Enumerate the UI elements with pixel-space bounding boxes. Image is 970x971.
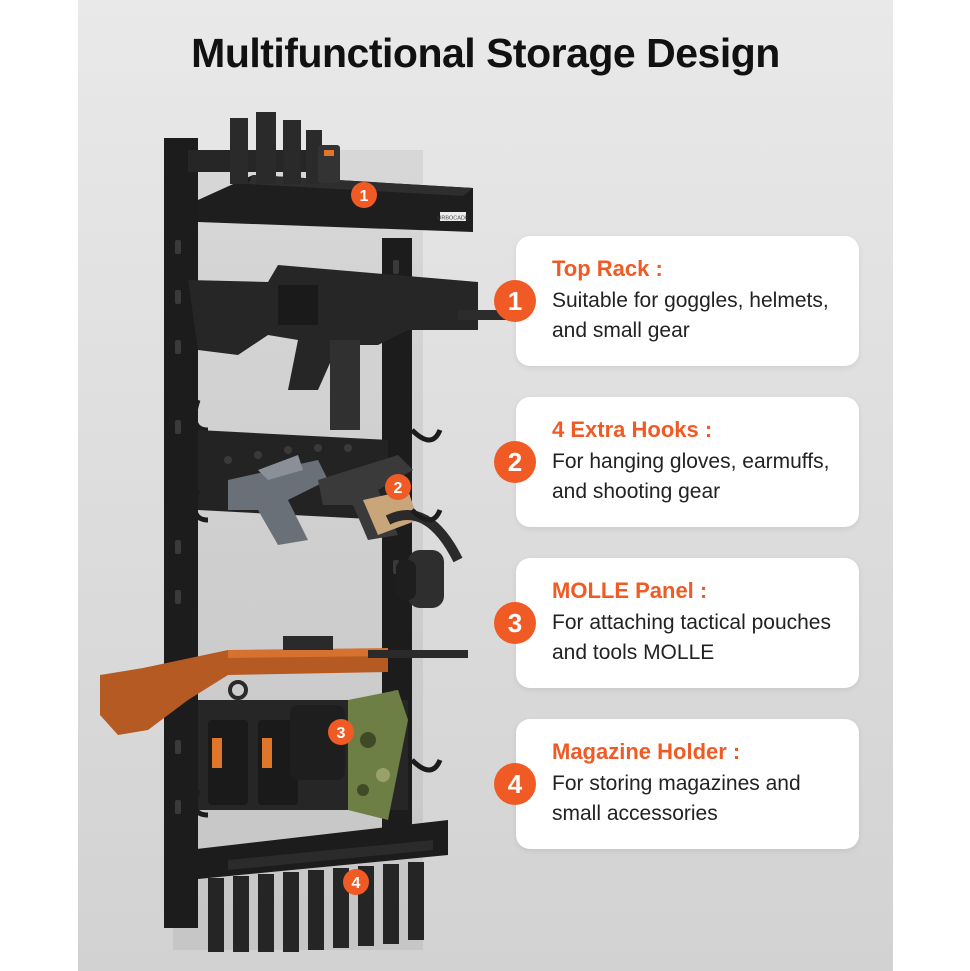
svg-text:1: 1 [360,188,369,205]
feature-card-extra-hooks: 2 4 Extra Hooks : For hanging gloves, ea… [494,397,859,527]
feature-description: For attaching tactical pouches and tools… [552,611,831,664]
feature-badge-3: 3 [494,602,536,644]
svg-text:3: 3 [337,725,346,742]
hooks-upper [192,399,443,443]
marker-4: 4 [343,869,369,895]
feature-badge-4: 4 [494,763,536,805]
feature-card-magazine-holder: 4 Magazine Holder : For storing magazine… [494,719,859,849]
svg-text:4: 4 [352,875,361,892]
left-rail [164,138,198,928]
hooks-lower [192,758,443,818]
feature-title: 4 Extra Hooks : [552,417,713,442]
radios [208,720,298,805]
feature-description: For storing magazines and small accessor… [552,772,801,825]
camo-pouch [348,690,408,820]
feature-badge-2: 2 [494,441,536,483]
magazines [208,862,424,952]
feature-title: MOLLE Panel : [552,578,708,603]
svg-text:URBOCADE: URBOCADE [437,216,469,222]
bolt-action-rifle [100,636,468,735]
feature-title: Magazine Holder : [552,739,741,764]
feature-title: Top Rack : [552,256,663,281]
hooks-middle [192,489,443,523]
marker-3: 3 [328,719,354,745]
shelf-label [440,212,466,221]
wall-rack-illustration: URBOCADE [100,112,518,952]
feature-description: For hanging gloves, earmuffs, and shooti… [552,450,830,503]
feature-badge-1: 1 [494,280,536,322]
product-image-area: Multifunctional Storage Design URBOCADE [78,0,893,971]
shelf-magazines [230,112,322,184]
feature-card-top-rack: 1 Top Rack : Suitable for goggles, helme… [494,236,859,366]
marker-1: 1 [351,182,377,208]
feature-card-molle-panel: 3 MOLLE Panel : For attaching tactical p… [494,558,859,688]
svg-text:2: 2 [394,480,403,497]
shelf-radio [318,145,340,183]
feature-description: Suitable for goggles, helmets, and small… [552,289,829,342]
marker-2: 2 [385,474,411,500]
ar-rifle [188,265,518,430]
page-title: Multifunctional Storage Design [191,30,780,76]
